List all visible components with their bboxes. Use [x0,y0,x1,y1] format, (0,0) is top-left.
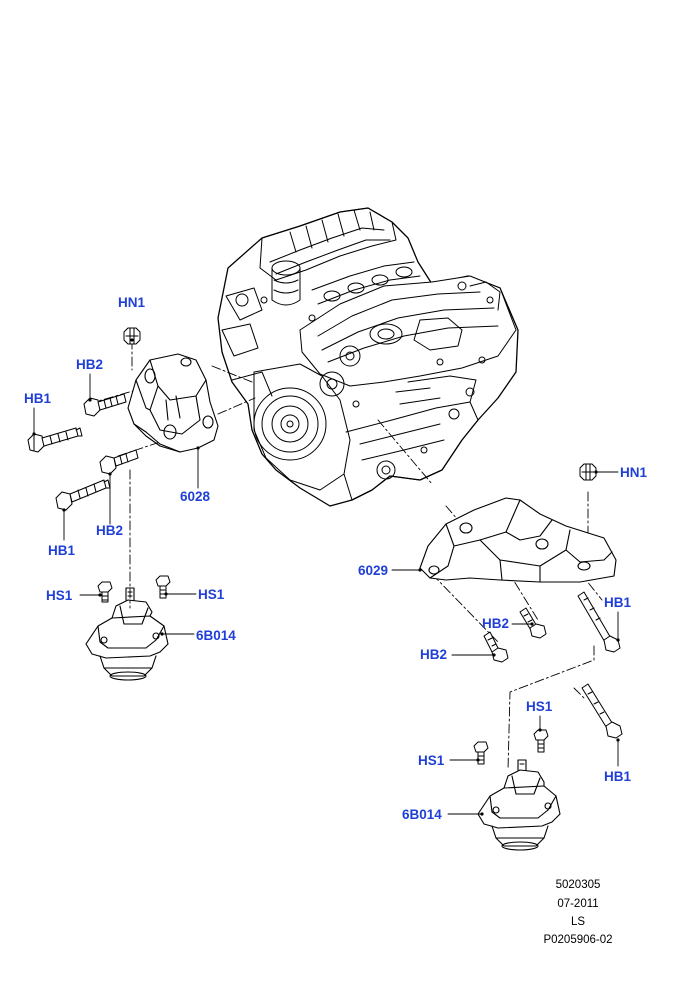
engine-mount-bracket-6029 [419,497,617,583]
left-hb1-bottom-bolt [55,479,111,511]
callout-hb2-right-a[interactable]: HB2 [482,616,510,631]
right-rubber-mount-6b014 [477,759,561,851]
reference-illustration-id: P0205906-02 [543,934,613,946]
engine-mount-bracket-6028 [127,353,219,453]
left-hb2-top-bolt [83,393,127,417]
callout-hs1-right-b[interactable]: HS1 [418,753,445,768]
callout-hn1-left[interactable]: HN1 [118,295,146,310]
callout-hb2-left-top[interactable]: HB2 [76,357,104,372]
callout-hs1-right-a[interactable]: HS1 [526,699,553,714]
right-hb2-bolt-a [519,607,547,639]
right-hn1-nut [579,463,597,481]
right-hs1-stud-b [473,741,489,765]
callout-6b014-left[interactable]: 6B014 [196,628,236,643]
left-hb1-top-bolt [27,427,83,453]
callout-hn1-right[interactable]: HN1 [620,465,648,480]
left-rubber-mount-6b014 [85,587,169,681]
right-hs1-stud-a [533,729,549,753]
left-hn1-nut [123,327,141,345]
engine-illustration [217,207,519,507]
callout-hb1-right-bottom[interactable]: HB1 [604,769,632,784]
left-hs1-stud-b [155,575,171,599]
callout-hs1-left-b[interactable]: HS1 [198,587,225,602]
reference-date: 07-2011 [557,898,599,910]
callout-hb1-right-top[interactable]: HB1 [604,595,632,610]
reference-model: LS [570,916,586,928]
callout-hb1-left-bottom[interactable]: HB1 [48,543,76,558]
callout-hs1-left-a[interactable]: HS1 [46,588,73,603]
right-hb1-top-bolt [577,591,621,653]
callout-hb2-right-b[interactable]: HB2 [420,647,448,662]
callout-6029[interactable]: 6029 [358,563,389,578]
reference-code: 5020305 [555,879,601,891]
callout-6b014-right[interactable]: 6B014 [402,807,442,822]
callout-hb1-left-top[interactable]: HB1 [24,391,52,406]
callout-6028[interactable]: 6028 [180,489,211,504]
left-hb2-bottom-bolt [99,449,139,475]
right-hb1-bottom-bolt [581,683,623,739]
left-hs1-stud-a [97,581,113,603]
leader-dots [32,338,620,816]
callout-hb2-left-bottom[interactable]: HB2 [96,523,124,538]
right-hb2-bolt-b [483,631,509,663]
